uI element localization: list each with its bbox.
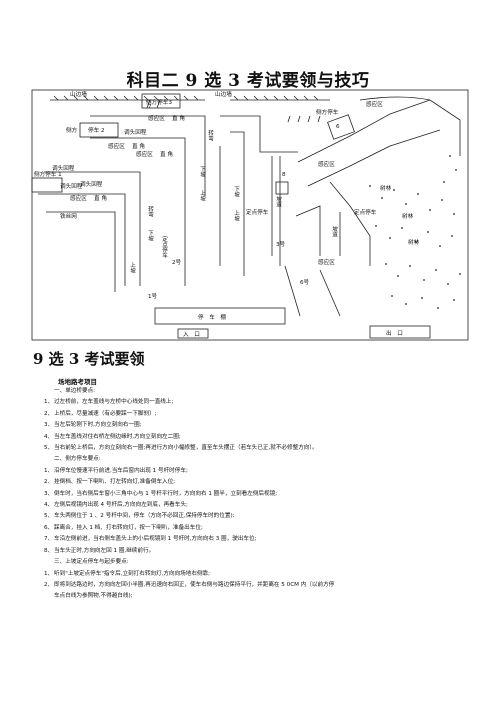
label-side-park-2-prefix: 侧方 [66, 126, 78, 134]
section-header: 一、单边桥要点: [54, 388, 96, 394]
label-sensor-3: 感应区 [136, 150, 153, 158]
label-sensor-2: 感应区 [108, 142, 125, 150]
label-num-7: 7 [148, 104, 152, 110]
label-parking: 停 车 棚 [198, 313, 226, 321]
label-side-park-4: 侧方停车 [316, 108, 339, 116]
section-header: 二、侧方停车要点: [54, 456, 101, 463]
label-fixed-point-2: 定点停车 [246, 208, 269, 216]
list-item: 8、当车头正时,方向向左回 1 圈,继续前行。 [44, 547, 155, 554]
label-turnaround-1: 调头回程 [124, 128, 147, 136]
list-item: 1、听到"上坡定点停车"指令后,立刻打右转向灯,方向向场地右侧靠; [44, 570, 211, 577]
list-item: 2、挂倒档、按一下喇叭、打左转向灯,准备倒车入位; [44, 479, 176, 486]
list-item: 1、过左桥前，左车盖线与左桥中心线处同一直线上; [44, 399, 174, 406]
label-bend-1: 转弯 [207, 129, 214, 143]
label-fixed-point-1: 定点停车 [161, 235, 168, 260]
label-down-2: 下坡 [147, 230, 154, 243]
label-tree-2: 树林 [402, 212, 414, 220]
label-straight-2: 直 角 [132, 142, 145, 150]
label-down-3: 下坡 [233, 186, 240, 199]
label-turnaround-2: 调头回程 [52, 164, 75, 172]
list-item: 7、车沿左侧前进，当右侧车盖头上的小后视镜到 1 号杆时,方向向右 3 圈，驶出… [44, 536, 257, 543]
label-bay-3: 3号 [276, 241, 286, 248]
page-title: 科目二 9 选 3 考试要领与技巧 [126, 71, 370, 91]
label-side-park-2: 停车 2 [88, 126, 105, 134]
exam-course-diagram: 山边墙 山边墙 侧方停车3 侧方 停车 2 侧方停车 1 侧方停车 调头回程 调… [30, 86, 470, 342]
list-item: 4、左侧后视镜内出现 4 号杆后,方向向左到底，再看车头; [44, 502, 188, 509]
label-up-3: 上坡 [233, 209, 240, 223]
label-rail-line: 铁丝网 [60, 212, 77, 220]
label-bay-1: 1号 [148, 293, 158, 300]
label-tree-3: 树林 [408, 238, 420, 246]
label-sensor-6: 感应区 [318, 160, 335, 168]
label-turnaround-4: 调头回程 [80, 180, 103, 188]
label-num-8: 8 [282, 172, 286, 178]
label-up-1: 上坡 [199, 189, 206, 203]
label-num-6: 6 [336, 124, 340, 130]
label-straight-4: 直 角 [94, 194, 107, 202]
label-exit: 出 口 [386, 329, 403, 337]
label-mountain-left: 山边墙 [70, 90, 87, 98]
list-item: 2、即将到达路边时，方向向左回小半圈,再迅速向右回正，使车右侧与路边保持平行，并… [44, 581, 335, 588]
section-heading: 9 选 3 考试要领 [33, 350, 145, 368]
list-item: 5、车头两侧位于 1 、2 号杆中间，停车（方向不必回正,保持停车时的位置); [44, 513, 235, 520]
label-turnaround-3: 调头回程 [60, 182, 83, 190]
label-mountain-right: 山边墙 [215, 90, 232, 98]
label-sensor-1: 感应区 [148, 114, 165, 122]
label-sensor-7: 感应区 [318, 258, 335, 266]
instructions-list: 一、单边桥要点: 1、过左桥前，左车盖线与左桥中心线处同一直线上; 2、上桥后，… [44, 386, 470, 603]
label-sensor-4: 感应区 [70, 194, 87, 202]
list-item: 3、倒车时，当右侧后车窗小三角中心与 1 号杆平行时，方向向右 1 圈半，立刻看… [44, 490, 278, 497]
label-tree-1: 树林 [380, 184, 392, 192]
list-item: 4、当左车盖线对住右桥左侧边缘时,方向立刻向左二圈; [44, 433, 181, 440]
section-header: 三、上坡定点停车与起步要点: [54, 559, 129, 566]
label-side-park-1: 侧方停车 1 [34, 170, 62, 178]
label-entrance: 入 口 [183, 331, 200, 338]
list-item: 3、当左后轮刚下时,方向立刻向右一圈; [44, 422, 142, 429]
label-bay-2: 2号 [172, 259, 182, 266]
label-bay-6: 6号 [300, 279, 310, 286]
label-slope-2: 坡道 [331, 225, 338, 239]
sub-heading: 场地路考项目 [58, 378, 97, 386]
label-up-2: 上坡 [129, 261, 136, 275]
label-bend-2: 转弯 [147, 205, 154, 219]
label-fixed-point-3: 定点停车 [354, 208, 377, 216]
list-item: 6、踩离合，挂入 1 档、打右转向灯，按一下喇叭，准备出车位; [44, 524, 203, 531]
label-slope-1: 坡道 [275, 195, 282, 209]
list-item: 2、上桥后，尽量减速（有必要踩一下脚刹）; [44, 410, 157, 417]
label-straight-1: 直 角 [172, 114, 185, 122]
label-sensor-5: 感应区 [366, 100, 383, 108]
list-item: 1、沿停车位慢速平行前进,当车后窗内出现 1 号杆时停车; [44, 467, 188, 474]
label-down-1: 下坡 [199, 166, 206, 179]
label-straight-3: 直 角 [160, 150, 173, 158]
label-side-park-3: 侧方停车3 [146, 98, 172, 106]
list-item-continued: 车点白线为参照物,不得越白线); [54, 593, 133, 600]
list-item: 5、当右前轮上桥后，方向立刻向右一圈;再进行方向小幅修整，直至车头摆正（若车头已… [44, 445, 318, 452]
